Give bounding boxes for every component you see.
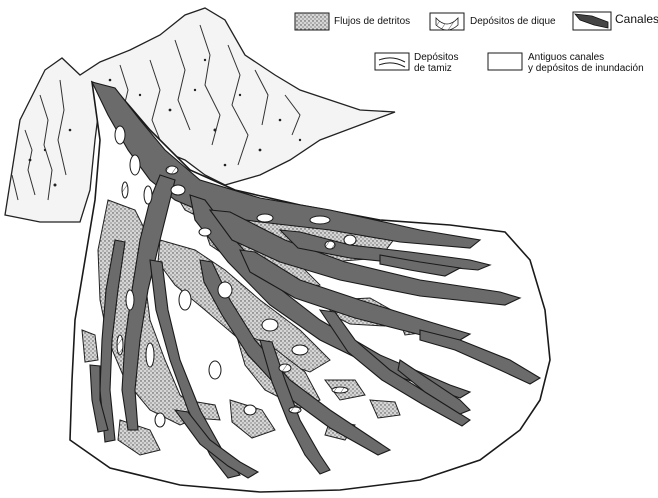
legend-label-sieve-deposits-line1: Depósitos xyxy=(414,52,458,63)
legend-swatch-sieve xyxy=(375,53,409,70)
legend-label-channels: Canales xyxy=(615,14,658,25)
legend-swatch-levee xyxy=(430,13,464,30)
legend-swatch-old-channels xyxy=(488,53,522,70)
legend-swatch-channels xyxy=(573,12,611,30)
legend-label-sieve-deposits-line2: de tamiz xyxy=(414,63,452,74)
legend-swatch-debris xyxy=(295,13,329,30)
legend-label-debris-flows: Flujos de detritos xyxy=(334,16,410,27)
legend-label-old-channels-line2: y depósitos de inundación xyxy=(528,63,644,74)
legend-label-old-channels-line1: Antiguos canales xyxy=(528,52,604,63)
legend-label-levee-deposits: Depósitos de dique xyxy=(470,16,556,27)
